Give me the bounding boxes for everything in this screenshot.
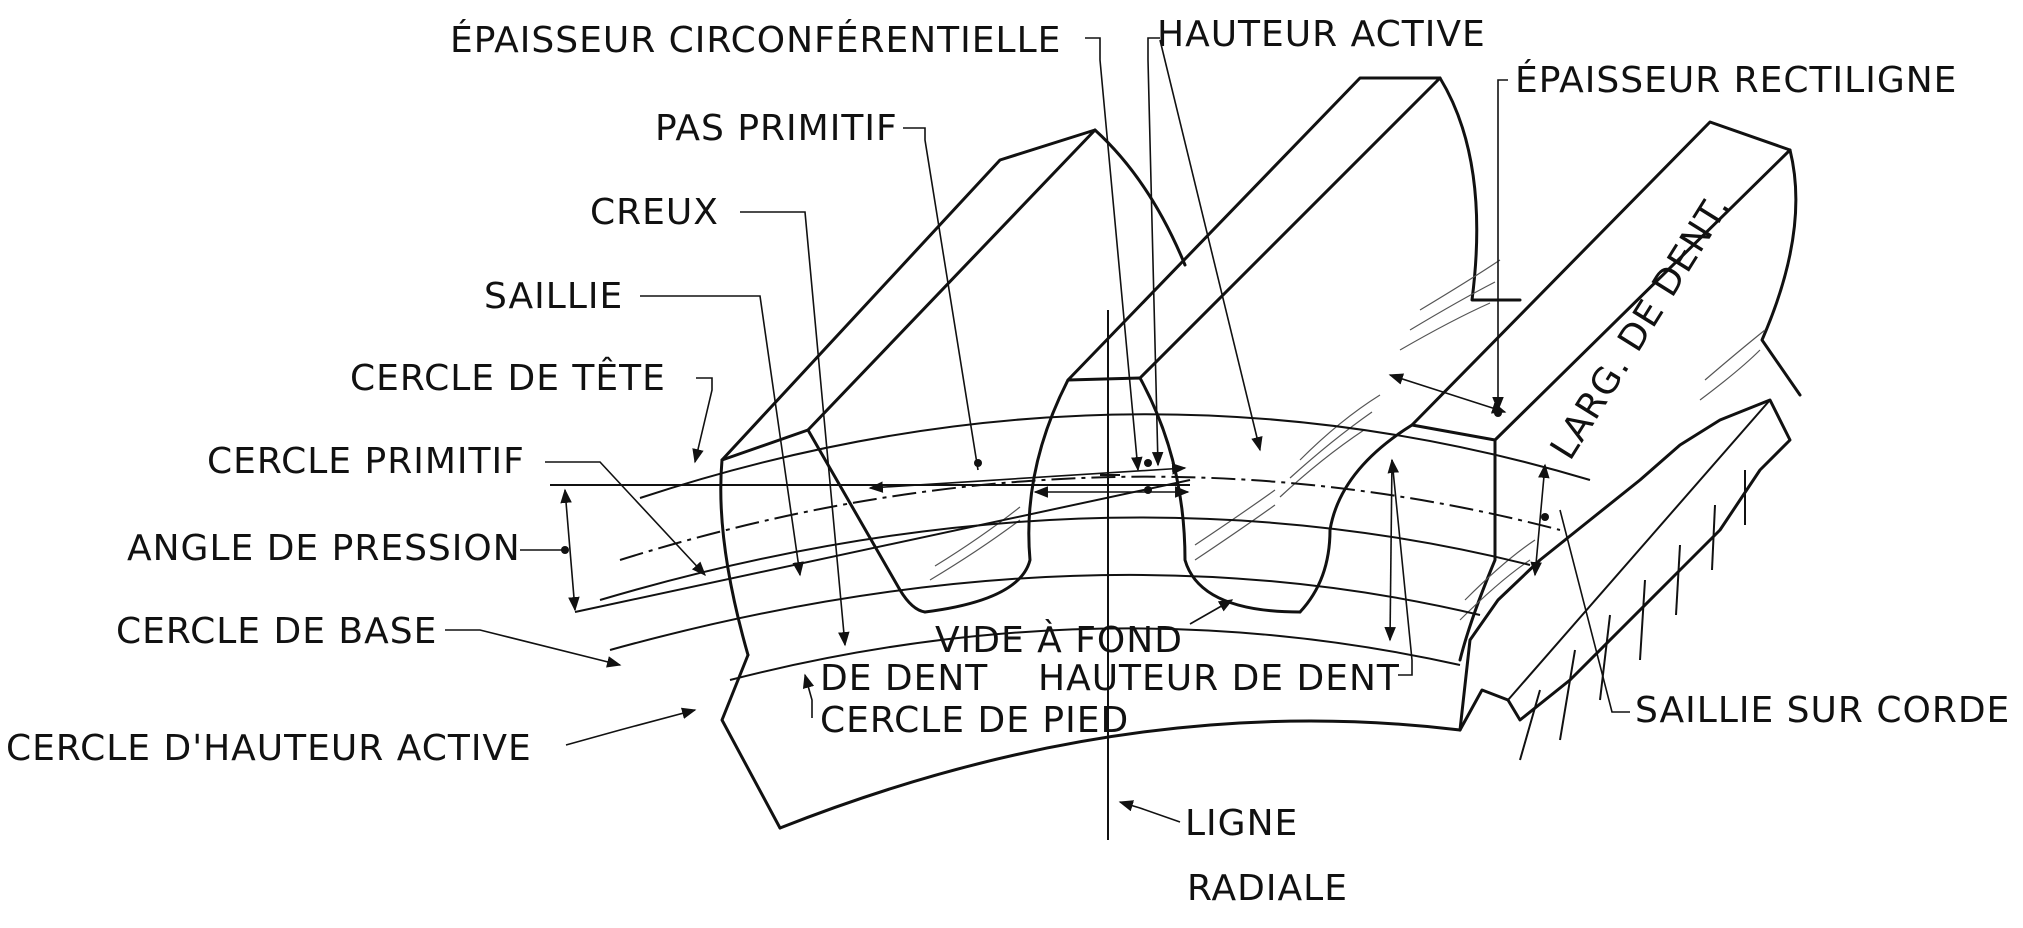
tooth-right-front-profile <box>1298 423 1497 662</box>
labels: ÉPAISSEUR CIRCONFÉRENTIELLE HAUTEUR ACTI… <box>6 14 2010 909</box>
rim-edge-front <box>1507 399 1771 701</box>
tooth-middle-back-flank <box>1438 76 1522 302</box>
reference-circles <box>599 413 1591 681</box>
tooth-left-front-profile <box>719 428 927 657</box>
label-cercle-d-hauteur-active: CERCLE D'HAUTEUR ACTIVE <box>6 728 532 769</box>
label-saillie-sur-corde: SAILLIE SUR CORDE <box>1635 690 2010 731</box>
flank-shading <box>929 259 1766 621</box>
segment-right-edge <box>1458 688 1510 732</box>
label-cercle-primitif: CERCLE PRIMITIF <box>207 441 525 482</box>
label-cercle-de-base: CERCLE DE BASE <box>116 611 437 652</box>
reference-dots <box>561 409 1549 554</box>
tooth-right-back-flank <box>1760 148 1802 397</box>
label-saillie: SAILLIE <box>484 276 623 317</box>
leader-lines <box>445 37 1630 823</box>
tooth-left-top <box>720 128 1097 462</box>
label-pas-primitif: PAS PRIMITIF <box>655 108 898 149</box>
label-cercle-de-tete: CERCLE DE TÊTE <box>350 357 666 399</box>
cercle-base-arc <box>599 516 1531 601</box>
tooth-middle-top <box>1066 76 1442 382</box>
label-ligne: LIGNE <box>1185 803 1298 844</box>
cercle-de-tete-arc <box>639 413 1591 499</box>
pressure-line-inclined <box>574 479 1191 613</box>
label-epaisseur-circonferentielle: ÉPAISSEUR CIRCONFÉRENTIELLE <box>450 19 1061 61</box>
segment-left-edge <box>720 653 782 830</box>
label-epaisseur-rectiligne: ÉPAISSEUR RECTILIGNE <box>1515 59 1957 101</box>
rim-hatching <box>1519 470 1746 761</box>
segment-inner-arc <box>778 719 1462 830</box>
label-creux: CREUX <box>590 192 719 233</box>
cercle-hauteur-active-arc <box>609 573 1481 651</box>
label-angle-de-pression: ANGLE DE PRESSION <box>127 528 521 569</box>
cercle-de-pied-arc <box>729 627 1461 681</box>
label-hauteur-active: HAUTEUR ACTIVE <box>1157 14 1486 55</box>
tooth-right-top <box>1410 120 1792 442</box>
label-larg-de-dent: LARG. DE DENT. <box>1543 187 1739 466</box>
tooth-left <box>719 128 1187 657</box>
label-hauteur-de-dent: HAUTEUR DE DENT <box>1038 658 1400 699</box>
label-radiale: RADIALE <box>1187 868 1348 909</box>
label-de-dent: DE DENT <box>820 658 988 699</box>
label-cercle-de-pied: CERCLE DE PIED <box>820 700 1129 741</box>
tooth-middle <box>923 76 1522 614</box>
tooth-middle-front-profile <box>923 376 1302 614</box>
label-vide-a-fond: VIDE À FOND <box>935 619 1183 661</box>
tooth-right <box>1298 120 1802 662</box>
gear-segment <box>720 398 1792 830</box>
